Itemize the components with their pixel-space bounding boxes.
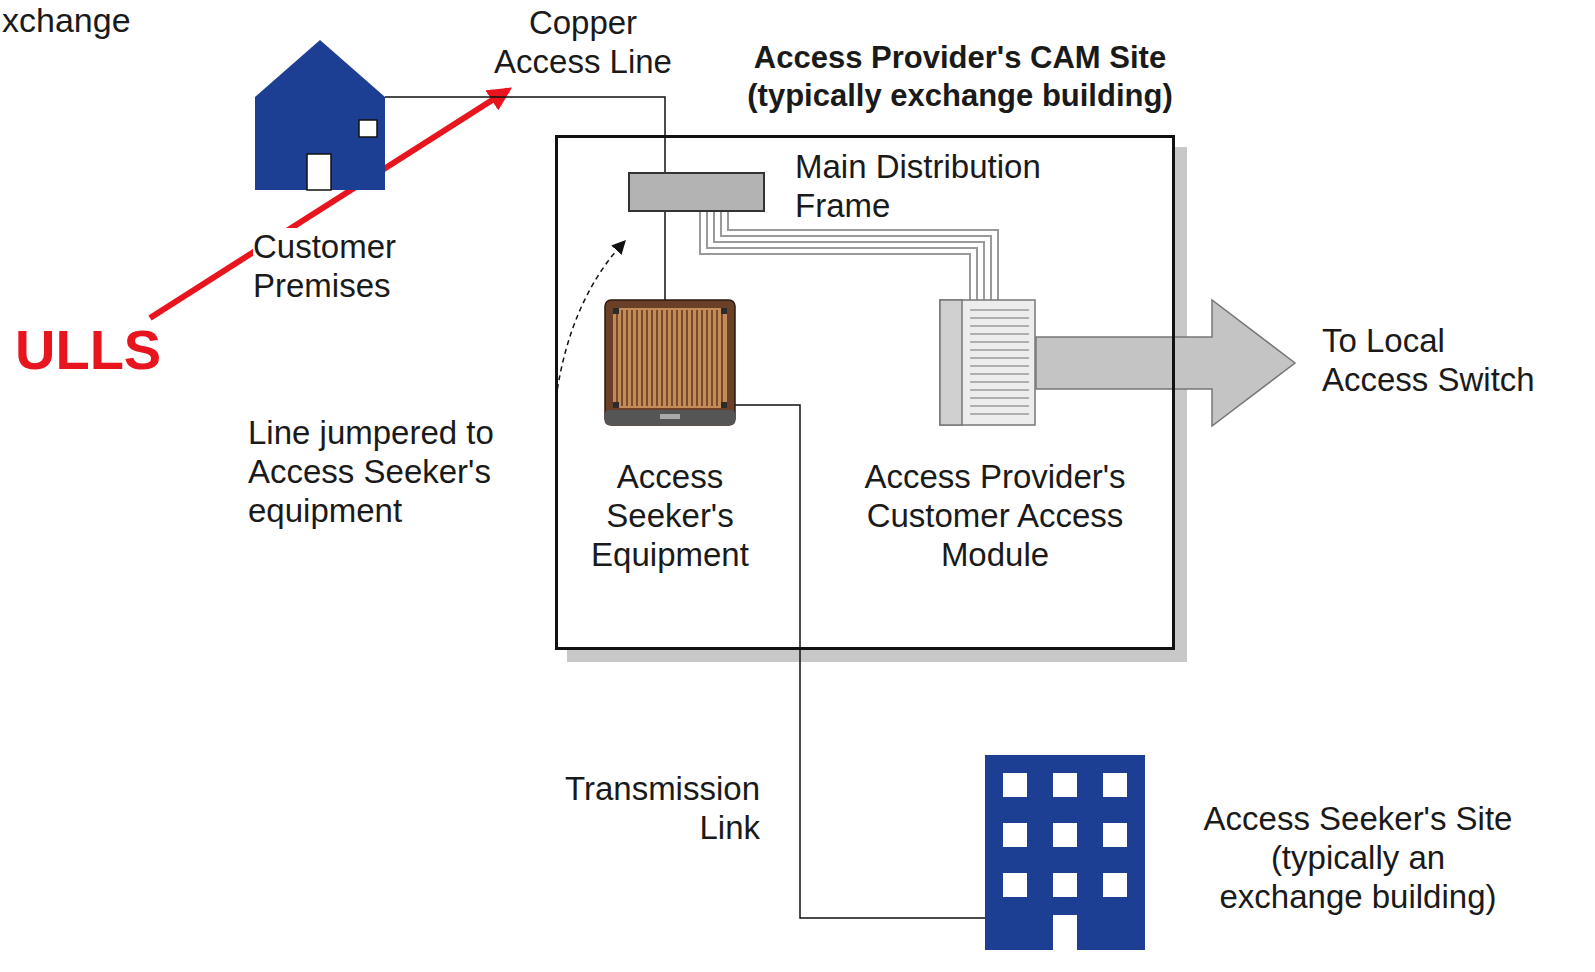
rack-frame [605, 300, 735, 425]
shape-group [985, 755, 1145, 950]
house-window [359, 120, 377, 137]
module-slot [970, 397, 1029, 399]
callout-label: ULLS [15, 322, 185, 378]
shape-group [940, 300, 1035, 425]
connector-path [728, 212, 998, 300]
connector-path [714, 212, 984, 300]
building-window [1003, 873, 1027, 897]
building-window [1053, 823, 1077, 847]
node-label: Customer Premises [253, 228, 463, 306]
connector-path [664, 212, 666, 300]
building-window [1103, 823, 1127, 847]
rack-corner [613, 308, 619, 314]
note-label: Line jumpered to Access Seeker's equipme… [248, 414, 510, 531]
building-window [1003, 823, 1027, 847]
module-slot [970, 357, 1029, 359]
module-slot [970, 349, 1029, 351]
rack-corner [613, 402, 619, 408]
rack-slot [660, 414, 680, 419]
connector-path [721, 212, 991, 300]
rack-stripe [706, 310, 708, 406]
rack-stripe [616, 310, 618, 406]
seeker-equipment: Access Seeker's Equipment [605, 300, 735, 425]
module-slot [970, 317, 1029, 319]
line-connector [665, 212, 666, 300]
module-slot [970, 413, 1029, 415]
seeker-site-building: Access Seeker's Site (typically an excha… [985, 755, 1145, 950]
rack-stripe [651, 310, 653, 406]
module-slot [970, 309, 1029, 311]
customer-access-module-shape [940, 300, 1035, 425]
rack-stripe [696, 310, 698, 406]
rack-stripe [656, 310, 658, 406]
wire-bundle [700, 212, 998, 300]
module-side [940, 300, 962, 425]
rack-corner [721, 308, 727, 314]
distribution-frame: Main Distribution Frame [628, 172, 765, 212]
building-window [1103, 773, 1127, 797]
uplink-arrow [1036, 300, 1295, 426]
module-slot [970, 325, 1029, 327]
house-door [307, 154, 331, 190]
building-window [1103, 873, 1127, 897]
exchange-site-box: Access Provider's CAM Site(typically exc… [555, 135, 1175, 650]
rack-stripe [676, 310, 678, 406]
connector-path [700, 212, 970, 300]
customer-access-module: Access Provider's Customer Access Module [940, 300, 1035, 425]
rack-stripe [646, 310, 648, 406]
module-slot [970, 381, 1029, 383]
building-window [1003, 773, 1027, 797]
rack-stripe [701, 310, 703, 406]
module-slot [970, 365, 1029, 367]
rack-stripe [636, 310, 638, 406]
rack-stripe [631, 310, 633, 406]
rack-base [605, 410, 735, 425]
rack-stripe [721, 310, 723, 406]
module-slot [970, 389, 1029, 391]
cut-heading: xchange [2, 0, 162, 40]
site-subheading: (typically exchange building) [650, 78, 1270, 115]
node-label: Access Seeker's Equipment [580, 458, 760, 575]
customer-house: Customer Premises [255, 40, 385, 190]
building-window [1053, 873, 1077, 897]
shape-group [605, 300, 735, 425]
customer-house-shape [255, 40, 385, 190]
module-case [940, 300, 1035, 425]
destination-label: To Local Access Switch [1322, 322, 1547, 400]
rack-stripe [671, 310, 673, 406]
rack-stripe [626, 310, 628, 406]
node-label: Access Seeker's Site (typically an excha… [1198, 800, 1518, 917]
connector-path [707, 212, 977, 300]
node-label: Access Provider's Customer Access Module [850, 458, 1140, 575]
building-body [985, 755, 1145, 950]
module-slot [970, 405, 1029, 407]
rack-stripe [686, 310, 688, 406]
rack-stripe [641, 310, 643, 406]
site-heading: Access Provider's CAM Site [650, 40, 1270, 77]
rack-stripe [711, 310, 713, 406]
rack-stripe [666, 310, 668, 406]
node-label: Main Distribution Frame [795, 148, 1065, 226]
line-label: Copper Access Line [488, 4, 678, 82]
building-door [1053, 915, 1077, 950]
box-ground [555, 135, 1175, 650]
rack-stripe [691, 310, 693, 406]
rack-panel [613, 308, 727, 408]
seeker-equipment-shape [605, 300, 735, 425]
rack-corner [721, 402, 727, 408]
line-label: Transmission Link [540, 770, 760, 848]
module-slot [970, 373, 1029, 375]
module-slot [970, 341, 1029, 343]
building-window [1053, 773, 1077, 797]
shape-group [255, 40, 385, 190]
module-slot [970, 333, 1029, 335]
rack-stripe [621, 310, 623, 406]
rack-stripe [661, 310, 663, 406]
rack-stripe [681, 310, 683, 406]
house-body [255, 40, 385, 190]
seeker-site-building-shape [985, 755, 1145, 950]
rack-stripe [716, 310, 718, 406]
